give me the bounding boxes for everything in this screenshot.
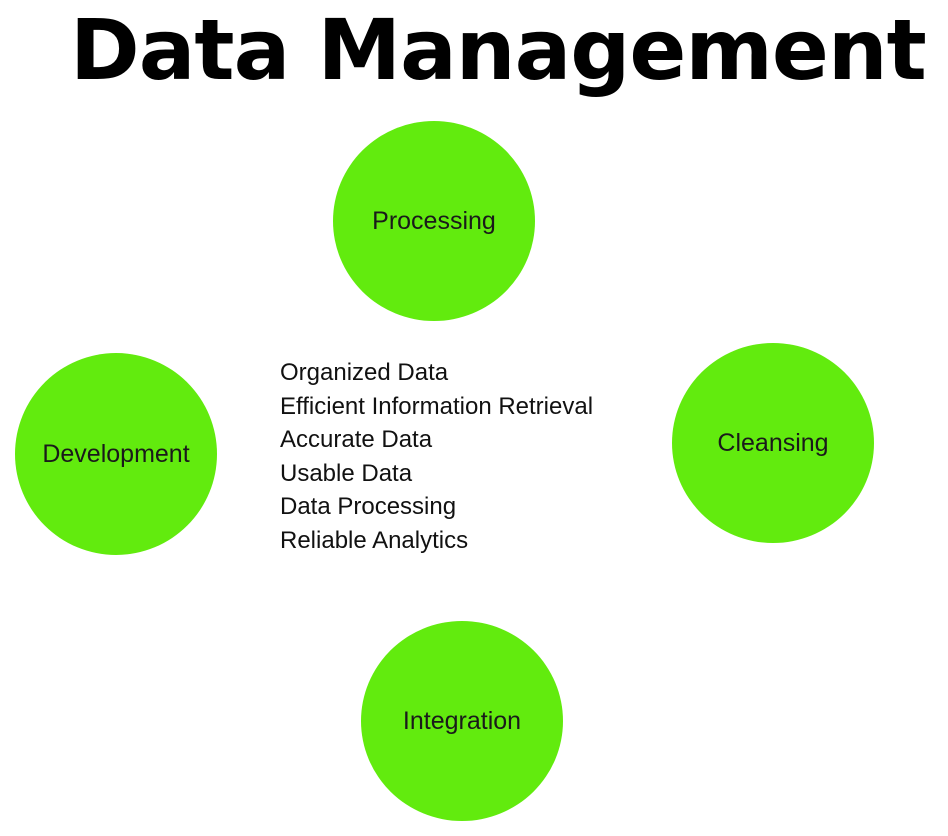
page-title: Data Management [70,1,927,99]
benefit-item: Usable Data [280,459,413,487]
development-node: Development [15,353,217,555]
processing-label: Processing [372,206,496,235]
integration-label: Integration [402,706,522,735]
development-label: Development [42,439,190,468]
benefits-list: Organized Data Efficient Information Ret… [280,356,593,557]
benefit-item: Data Processing [280,493,457,520]
cleansing-node: Cleansing [672,343,874,543]
benefit-item: Reliable Analytics [280,526,469,554]
benefit-item: Accurate Data [280,426,433,453]
integration-node: Integration [361,621,563,821]
benefit-item: Efficient Information Retrieval [280,392,594,420]
cleansing-label: Cleansing [717,428,829,457]
processing-node: Processing [333,121,535,321]
benefit-item: Organized Data [280,359,449,386]
